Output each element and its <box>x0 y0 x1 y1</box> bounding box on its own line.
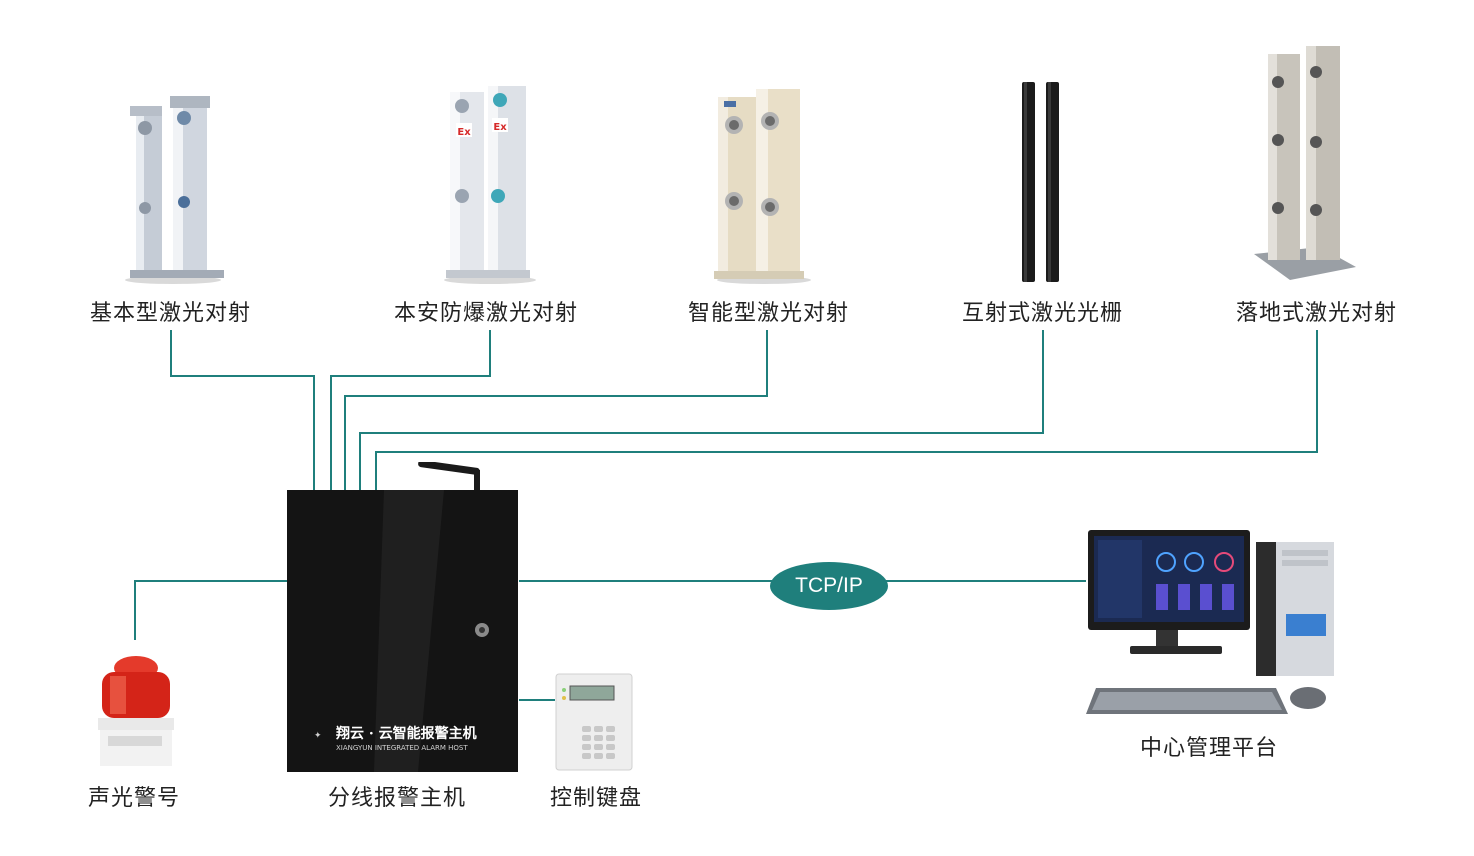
wire-basic <box>170 330 315 490</box>
host-logo-icon: ✦ <box>314 731 322 741</box>
network-protocol-badge: TCP/IP <box>770 562 888 610</box>
host-brand-en: XIANGYUN INTEGRATED ALARM HOST <box>336 744 468 752</box>
host-brand: 翔云 · 云智能报警主机 <box>335 725 477 742</box>
label-control-keypad: 控制键盘 <box>550 786 643 811</box>
floor-laser-beam-device <box>1254 46 1356 280</box>
label-mutual-grating: 互射式激光光栅 <box>962 301 1124 326</box>
explosion-proof-laser-beam-device: Ex Ex <box>444 86 536 284</box>
siren-device <box>98 656 174 766</box>
wire-smart <box>344 330 768 490</box>
wire-explosion-proof <box>330 330 491 490</box>
smart-laser-beam-device <box>714 89 811 284</box>
label-smart-laser: 智能型激光对射 <box>688 301 850 326</box>
label-explosion-proof-laser: 本安防爆激光对射 <box>394 301 579 326</box>
label-alarm-host: 分线报警主机 <box>328 786 467 811</box>
wire-floor <box>375 330 1318 490</box>
label-management-platform: 中心管理平台 <box>1140 736 1279 761</box>
basic-laser-beam-device <box>125 96 224 284</box>
ex-mark-right: Ex <box>493 122 507 133</box>
alarm-host-device: ✦ 翔云 · 云智能报警主机 XIANGYUN INTEGRATED ALARM… <box>287 462 518 772</box>
wire-siren <box>134 580 287 640</box>
label-floor-laser: 落地式激光对射 <box>1236 301 1398 326</box>
wire-grating <box>359 330 1044 490</box>
label-basic-laser: 基本型激光对射 <box>90 301 252 326</box>
management-platform-computer <box>1086 530 1334 714</box>
control-keypad-device <box>555 673 633 771</box>
ex-mark-left: Ex <box>457 127 471 138</box>
label-siren: 声光警号 <box>88 786 181 811</box>
mutual-laser-grating-device <box>1022 82 1059 282</box>
